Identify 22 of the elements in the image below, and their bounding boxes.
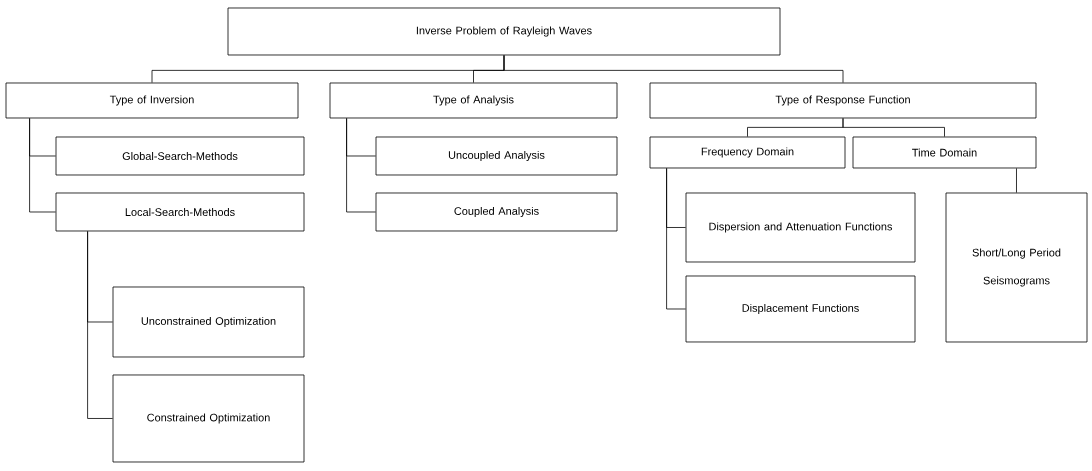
- category-box: Uncoupled Analysis: [375, 136, 618, 176]
- connector-line: [87, 231, 113, 419]
- connector-line: [666, 168, 686, 310]
- connector-line: [1016, 168, 1017, 193]
- category-box: Type of Analysis: [329, 82, 618, 119]
- category-box: Displacement Functions: [685, 275, 916, 343]
- category-box: Coupled Analysis: [375, 192, 618, 232]
- category-box: Global-Search-Methods: [55, 136, 305, 176]
- category-box: Short/Long Period Seismograms: [945, 192, 1088, 343]
- connector-line: [346, 118, 376, 213]
- root-box: Inverse Problem of Rayleigh Waves: [227, 7, 781, 56]
- category-box: Type of Inversion: [5, 82, 299, 119]
- category-box: Local-Search-Methods: [55, 192, 305, 232]
- category-box: Frequency Domain: [649, 136, 846, 169]
- category-box: Dispersion and Attenuation Functions: [685, 192, 916, 263]
- connector-line: [503, 55, 844, 83]
- category-box: Constrained Optimization: [112, 374, 305, 463]
- category-box: Type of Response Function: [649, 82, 1037, 119]
- category-box: Unconstrained Optimization: [112, 286, 305, 358]
- connector-line: [29, 118, 56, 213]
- connector-line: [842, 118, 945, 137]
- category-box: Time Domain: [852, 136, 1037, 169]
